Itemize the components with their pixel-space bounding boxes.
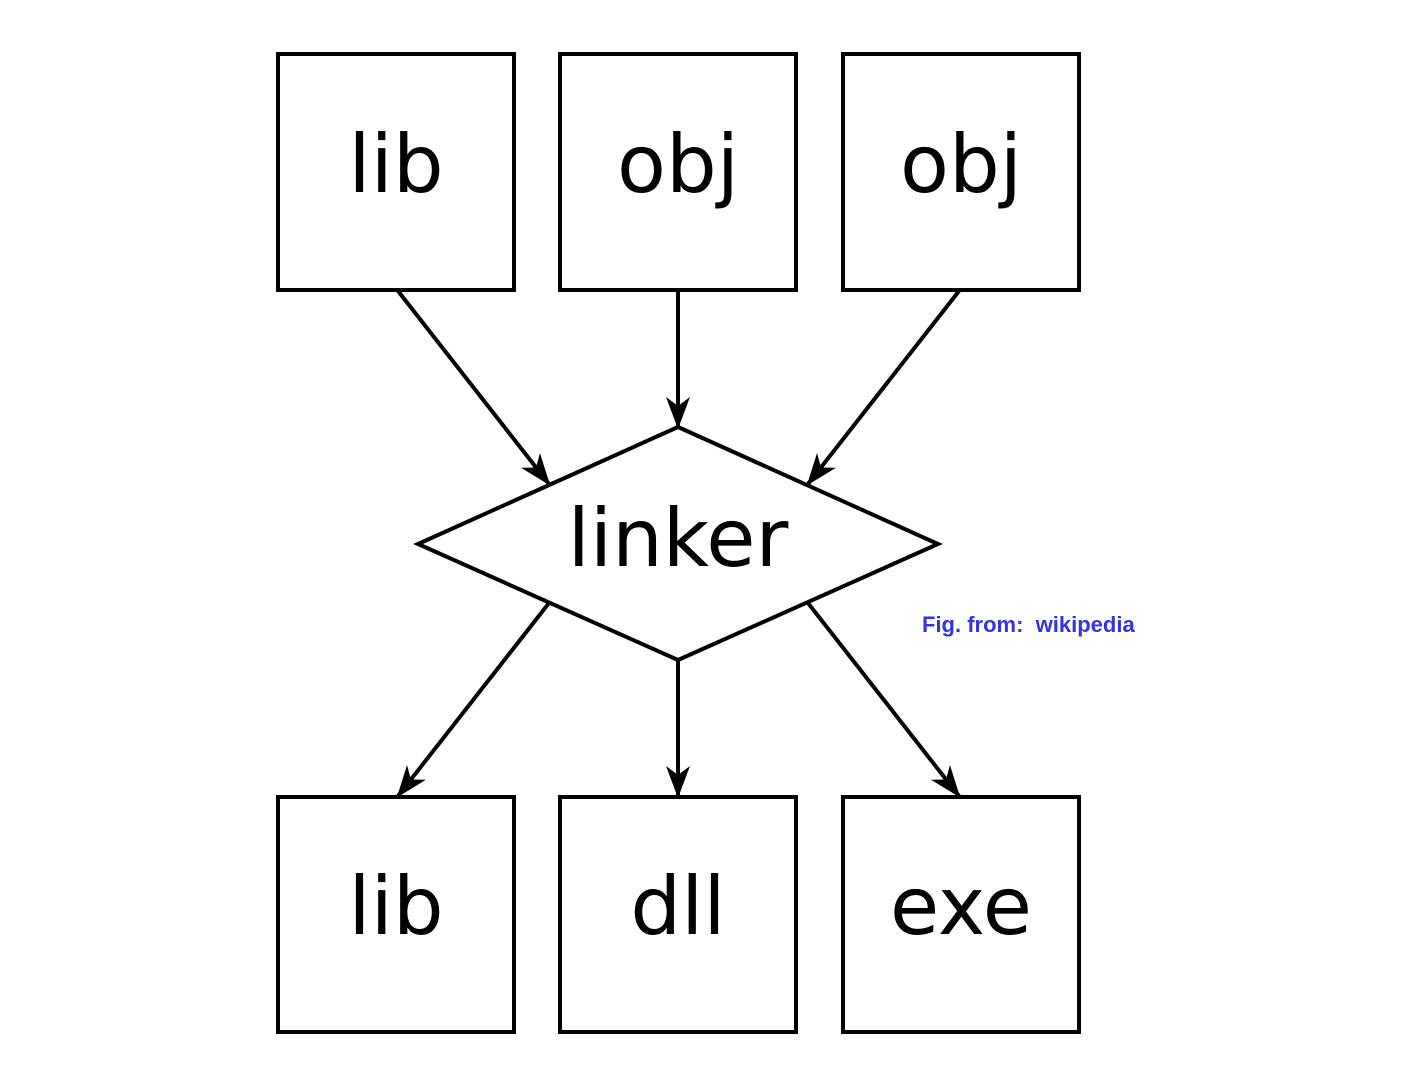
linker-label: linker [568, 492, 789, 585]
output-box-1 [276, 795, 516, 1034]
figure-caption: Fig. from: wikipedia [922, 612, 1135, 637]
input-box-3 [841, 52, 1081, 292]
output-label-1: lib [348, 860, 443, 953]
input-node-3: obj [841, 52, 1081, 292]
arrow-input-1-to-linker [396, 289, 551, 486]
output-node-3: exe [841, 795, 1081, 1034]
input-node-2: obj [558, 52, 798, 292]
linker-node: linker [413, 424, 943, 663]
output-box-3 [841, 795, 1081, 1034]
arrow-linker-to-output-3 [806, 601, 961, 798]
input-box-1 [276, 52, 516, 292]
input-box-2 [558, 52, 798, 292]
input-label-1: lib [348, 118, 443, 211]
output-label-3: exe [890, 860, 1032, 953]
output-label-2: dll [630, 860, 725, 953]
input-node-1: lib [276, 52, 516, 292]
output-node-1: lib [276, 795, 516, 1034]
arrow-linker-to-output-1 [396, 601, 551, 798]
input-label-3: obj [900, 118, 1022, 211]
output-node-2: dll [558, 795, 798, 1034]
input-label-2: obj [617, 118, 739, 211]
arrow-input-3-to-linker [806, 289, 961, 486]
